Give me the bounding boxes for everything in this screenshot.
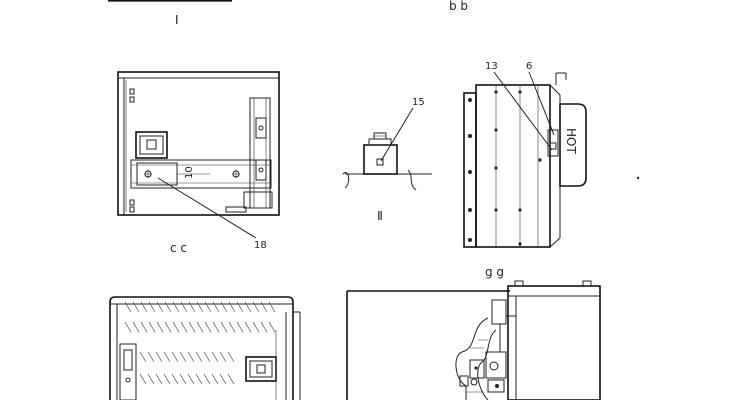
view-bottom-left-housing	[109, 296, 301, 400]
callout-13: 13	[485, 61, 498, 72]
view-bottom-right-assembly	[346, 280, 601, 400]
stray-dot	[636, 176, 640, 180]
leader-15	[380, 107, 414, 162]
hot-label: HOT	[564, 128, 578, 154]
view-cc-panel	[117, 71, 280, 216]
view-bb-side	[463, 72, 587, 248]
view-label-top-right: b b	[449, 0, 468, 13]
leader-6	[528, 71, 555, 136]
callout-6: 6	[526, 61, 532, 72]
view-label-top-left: Ⅰ	[175, 13, 179, 27]
callout-18: 18	[254, 240, 267, 251]
dimension-10: 10	[184, 166, 195, 179]
view-label-gg: g g	[485, 265, 504, 279]
leader-18	[157, 177, 257, 239]
view-ii-component	[342, 132, 432, 191]
leader-13	[493, 71, 553, 151]
view-label-cc: c c	[170, 241, 187, 255]
callout-15: 15	[412, 97, 425, 108]
view-label-ii: Ⅱ	[377, 209, 383, 223]
